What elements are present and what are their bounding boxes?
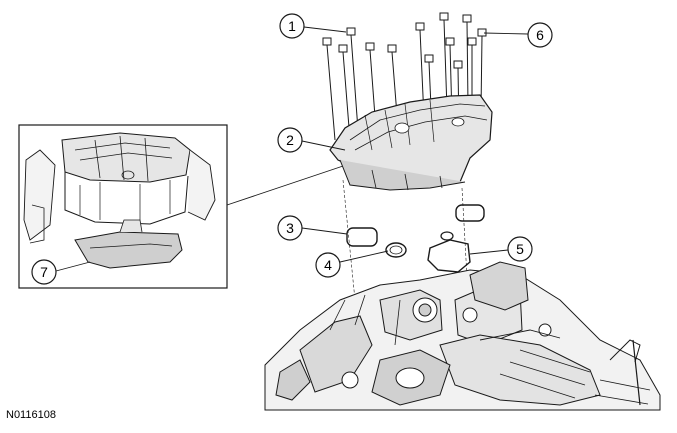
callout-label: 7 (40, 264, 48, 280)
upper-intake-manifold (329, 94, 493, 191)
callout-circle (31, 259, 57, 285)
callout-7: 7 (31, 259, 57, 285)
callout-label: 6 (536, 27, 544, 43)
callout-6: 6 (527, 22, 553, 48)
callout-circle (279, 13, 305, 39)
figure-id-label: N0116108 (6, 409, 56, 421)
callout-label: 2 (286, 132, 294, 148)
callout-circle (507, 236, 533, 262)
alignment-lines (342, 179, 469, 301)
detail-inset (18, 124, 228, 289)
callout-circle (315, 252, 341, 278)
o-ring-seal (385, 242, 407, 258)
callout-label: 1 (288, 18, 296, 34)
engine-lower-assembly (264, 261, 661, 411)
callout-leaders (55, 26, 529, 272)
gasket-left (346, 227, 378, 247)
callout-label: 3 (286, 220, 294, 236)
callout-1: 1 (279, 13, 305, 39)
callout-2: 2 (277, 127, 303, 153)
callout-3: 3 (277, 215, 303, 241)
callout-label: 5 (516, 241, 524, 257)
callout-circle (277, 127, 303, 153)
inset-leader-line (226, 162, 353, 206)
gasket-right (427, 204, 485, 273)
callout-4: 4 (315, 252, 341, 278)
callout-circle (527, 22, 553, 48)
callout-circle (277, 215, 303, 241)
callout-label: 4 (324, 257, 332, 273)
callout-5: 5 (507, 236, 533, 262)
